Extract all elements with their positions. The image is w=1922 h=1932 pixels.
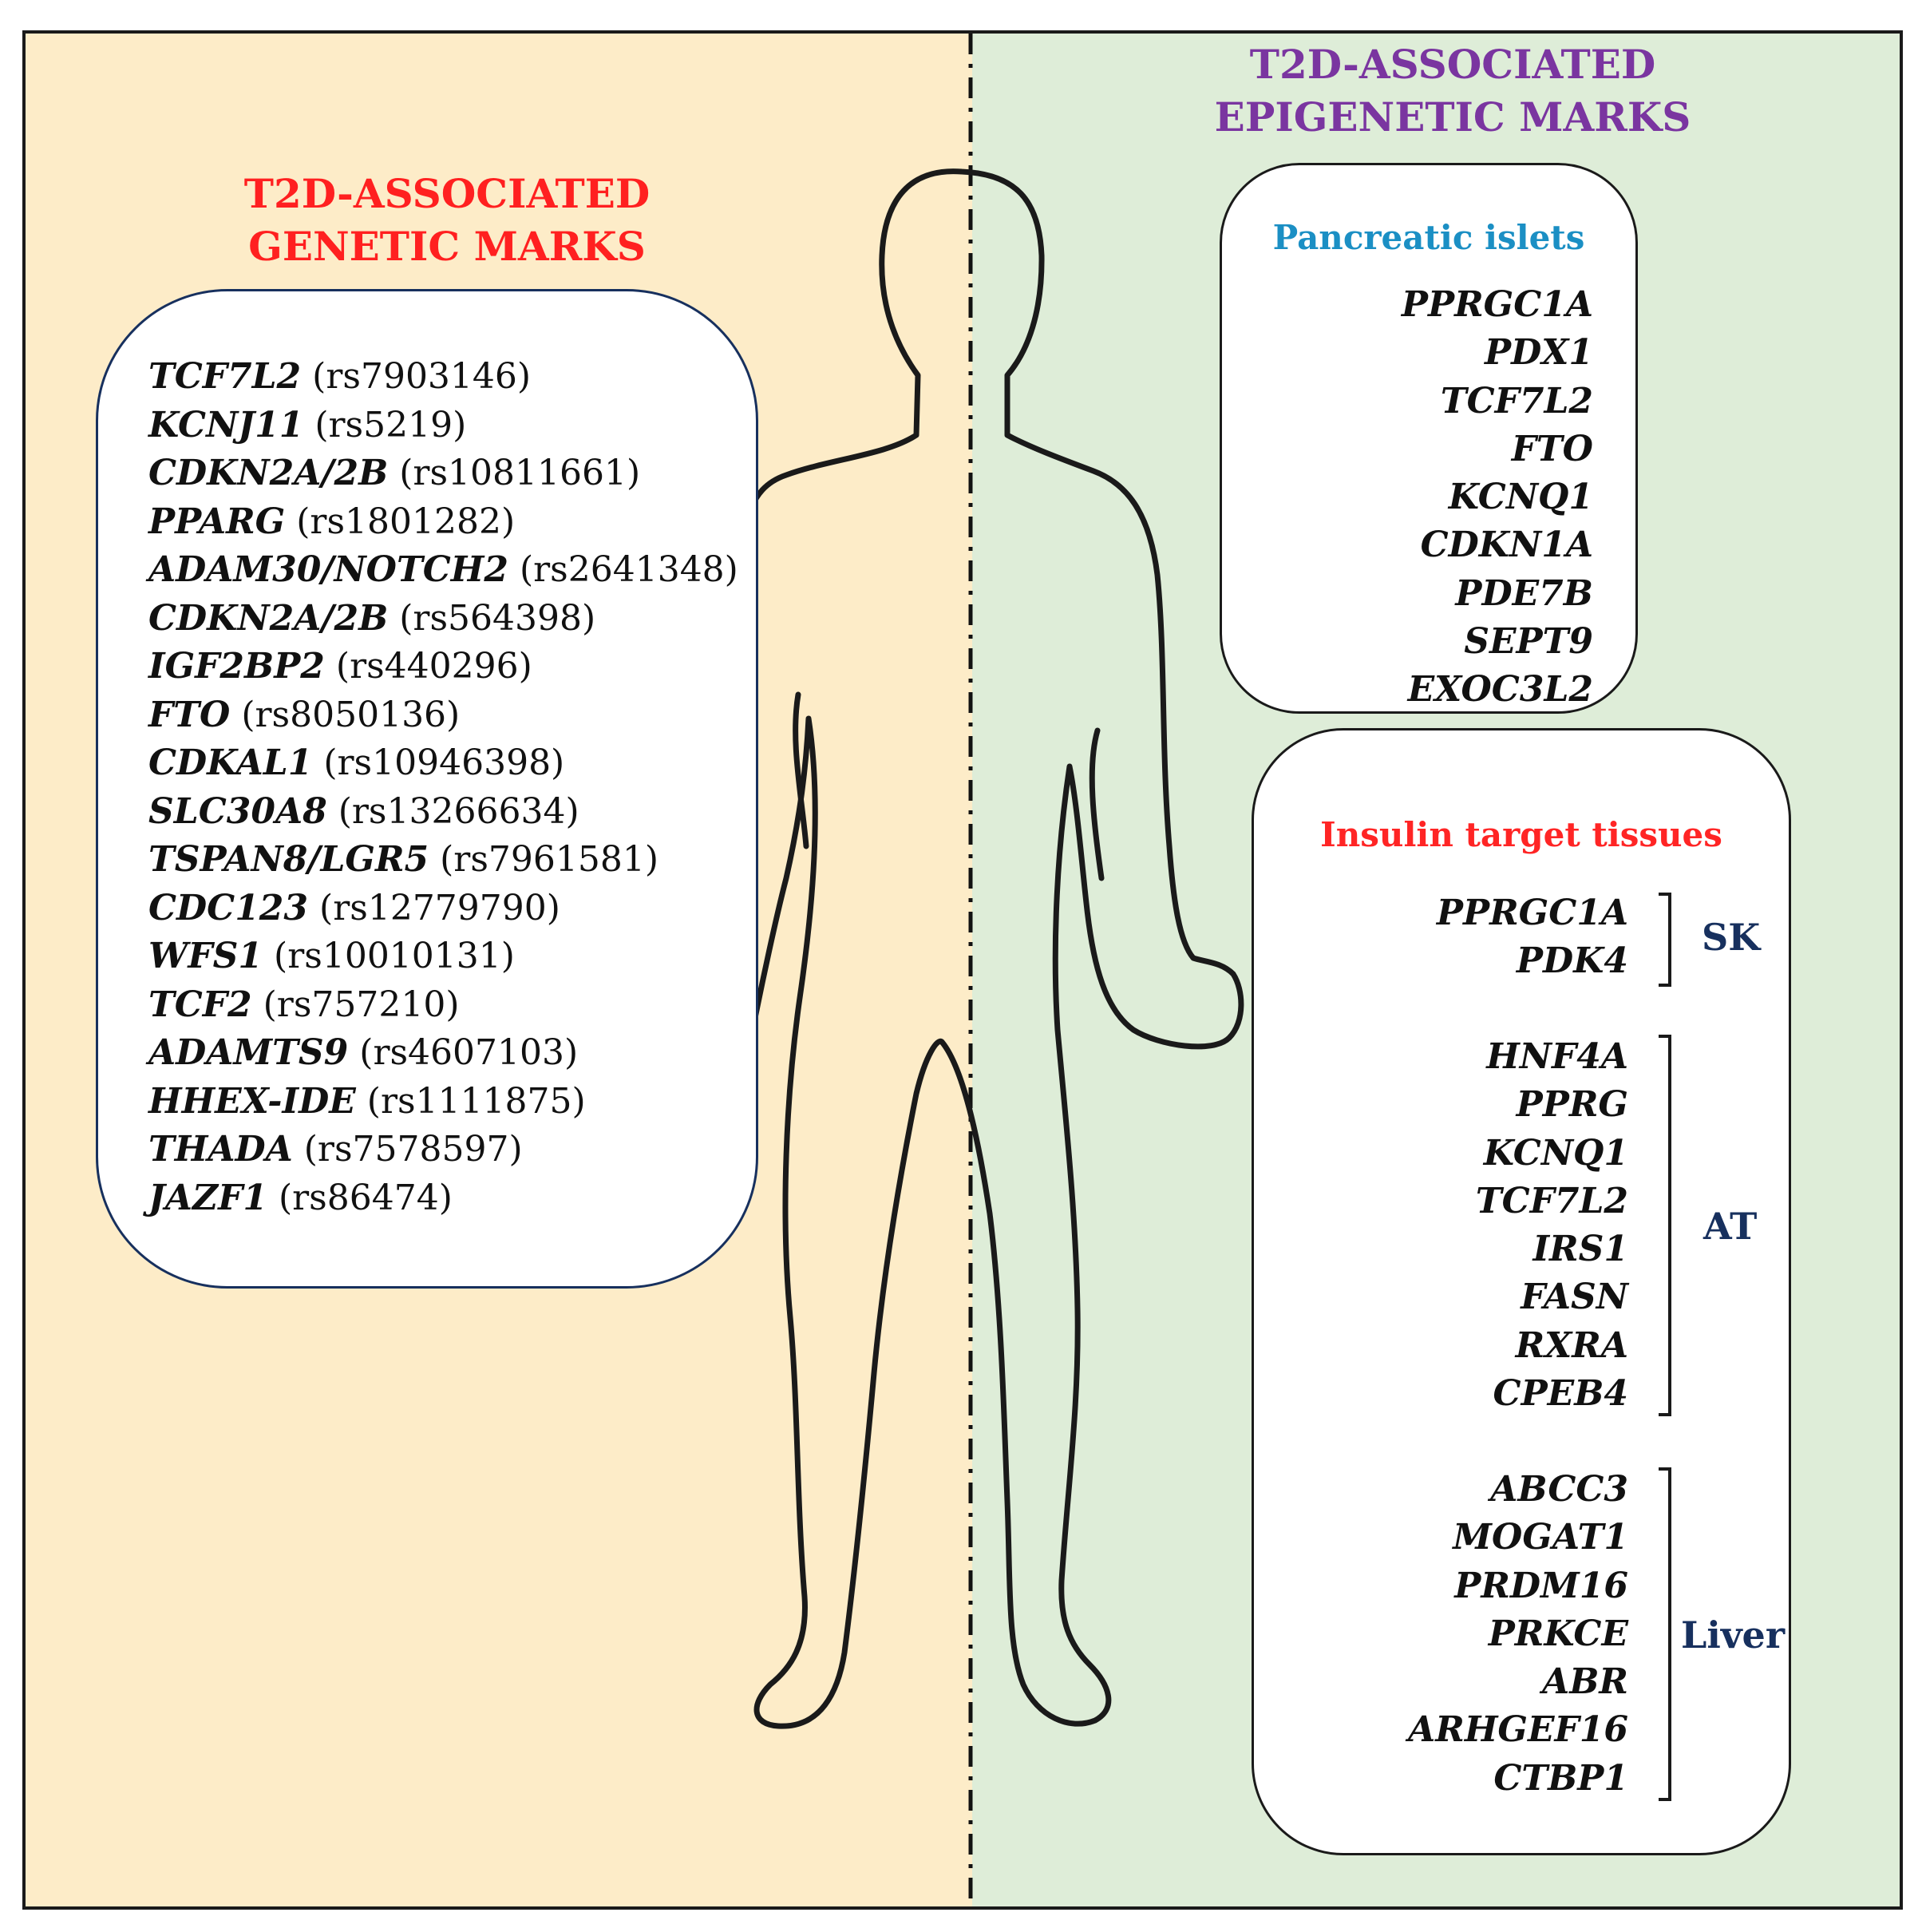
islet-gene: PDX1 (1485, 332, 1593, 374)
islet-gene: PPRGC1A (1401, 284, 1593, 325)
at-gene: PPRG (1516, 1084, 1628, 1126)
genetic-mark-item: CDKN2A/2B (rs10811661) (148, 453, 641, 493)
epigenetic-marks-title: T2D-ASSOCIATED EPIGENETIC MARKS (1157, 38, 1748, 144)
genetic-mark-item: HHEX-IDE (rs1111875) (148, 1080, 586, 1122)
genetic-mark-item: IGF2BP2 (rs440296) (148, 646, 532, 687)
genetic-title-line2: GENETIC MARKS (248, 223, 646, 270)
at-bracket (1659, 1035, 1671, 1416)
genetic-mark-item: FTO (rs8050136) (148, 694, 461, 735)
genetic-mark-item: SLC30A8 (rs13266634) (148, 790, 579, 832)
epigenetic-title-line2: EPIGENETIC MARKS (1214, 93, 1691, 141)
genetic-mark-item: ADAMTS9 (rs4607103) (148, 1032, 579, 1073)
sk-gene: PDK4 (1516, 940, 1628, 982)
at-label: AT (1703, 1205, 1758, 1248)
liver-genes: ABCC3 MOGAT1 PRDM16 PRKCE ABR ARHGEF16 C… (1285, 1466, 1628, 1803)
pancreatic-islets-genes: PPRGC1A PDX1 TCF7L2 FTO KCNQ1 CDKN1A PDE… (1245, 281, 1593, 715)
liver-gene: MOGAT1 (1453, 1517, 1628, 1558)
liver-gene: CTBP1 (1493, 1757, 1628, 1799)
liver-label: Liver (1681, 1613, 1786, 1657)
islet-gene: EXOC3L2 (1407, 669, 1593, 711)
genetic-mark-item: JAZF1 (rs86474) (148, 1177, 453, 1218)
at-gene: KCNQ1 (1483, 1132, 1628, 1174)
liver-gene: PRDM16 (1454, 1565, 1628, 1606)
sk-bracket (1659, 893, 1671, 987)
islet-gene: CDKN1A (1420, 525, 1593, 566)
genetic-mark-item: CDKN2A/2B (rs564398) (148, 597, 596, 639)
liver-gene: ABR (1542, 1661, 1628, 1703)
genetic-mark-item: TSPAN8/LGR5 (rs7961581) (148, 839, 659, 880)
liver-gene: ARHGEF16 (1408, 1709, 1628, 1751)
islet-gene: FTO (1511, 428, 1593, 469)
at-gene: HNF4A (1486, 1036, 1628, 1077)
pancreatic-islets-title: Pancreatic islets (1272, 218, 1585, 257)
at-gene: TCF7L2 (1475, 1180, 1628, 1221)
at-genes: HNF4A PPRG KCNQ1 TCF7L2 IRS1 FASN RXRA C… (1285, 1033, 1628, 1418)
islet-gene: SEPT9 (1464, 621, 1593, 663)
sk-label: SK (1702, 916, 1761, 959)
islet-gene: TCF7L2 (1440, 380, 1593, 422)
pancreatic-islets-box (1220, 163, 1638, 714)
sk-gene: PPRGC1A (1436, 893, 1628, 933)
genetic-mark-item: THADA (rs7578597) (148, 1129, 523, 1170)
at-gene: CPEB4 (1493, 1373, 1628, 1415)
islet-gene: KCNQ1 (1448, 477, 1593, 518)
genetic-mark-item: ADAM30/NOTCH2 (rs2641348) (148, 549, 738, 590)
dash-dot-divider (968, 34, 973, 1906)
genetic-mark-item: KCNJ11 (rs5219) (148, 404, 467, 445)
liver-gene: PRKCE (1488, 1613, 1628, 1654)
epigenetic-title-line1: T2D-ASSOCIATED (1249, 41, 1656, 88)
liver-bracket (1659, 1467, 1671, 1801)
insulin-target-tissues-box (1252, 728, 1791, 1855)
genetic-mark-item: TCF7L2 (rs7903146) (148, 356, 532, 397)
liver-gene: ABCC3 (1490, 1469, 1628, 1510)
genetic-mark-item: PPARG (rs1801282) (148, 501, 516, 542)
at-gene: FASN (1521, 1277, 1628, 1318)
genetic-mark-item: WFS1 (rs10010131) (148, 936, 515, 976)
islet-gene: PDE7B (1455, 572, 1593, 614)
genetic-mark-item: CDC123 (rs12779790) (148, 887, 560, 928)
genetic-marks-title: T2D-ASSOCIATED GENETIC MARKS (144, 168, 750, 273)
genetic-mark-item: TCF2 (rs757210) (148, 984, 460, 1025)
at-gene: RXRA (1515, 1324, 1628, 1366)
genetic-marks-box (96, 289, 758, 1289)
genetic-marks-list: TCF7L2 (rs7903146) KCNJ11 (rs5219) CDKN2… (148, 353, 755, 1222)
sk-genes: PPRGC1A PDK4 (1285, 889, 1628, 986)
insulin-target-tissues-title: Insulin target tissues (1320, 815, 1722, 854)
genetic-mark-item: CDKAL1 (rs10946398) (148, 742, 565, 783)
genetic-title-line1: T2D-ASSOCIATED (243, 170, 651, 217)
at-gene: IRS1 (1532, 1229, 1628, 1270)
